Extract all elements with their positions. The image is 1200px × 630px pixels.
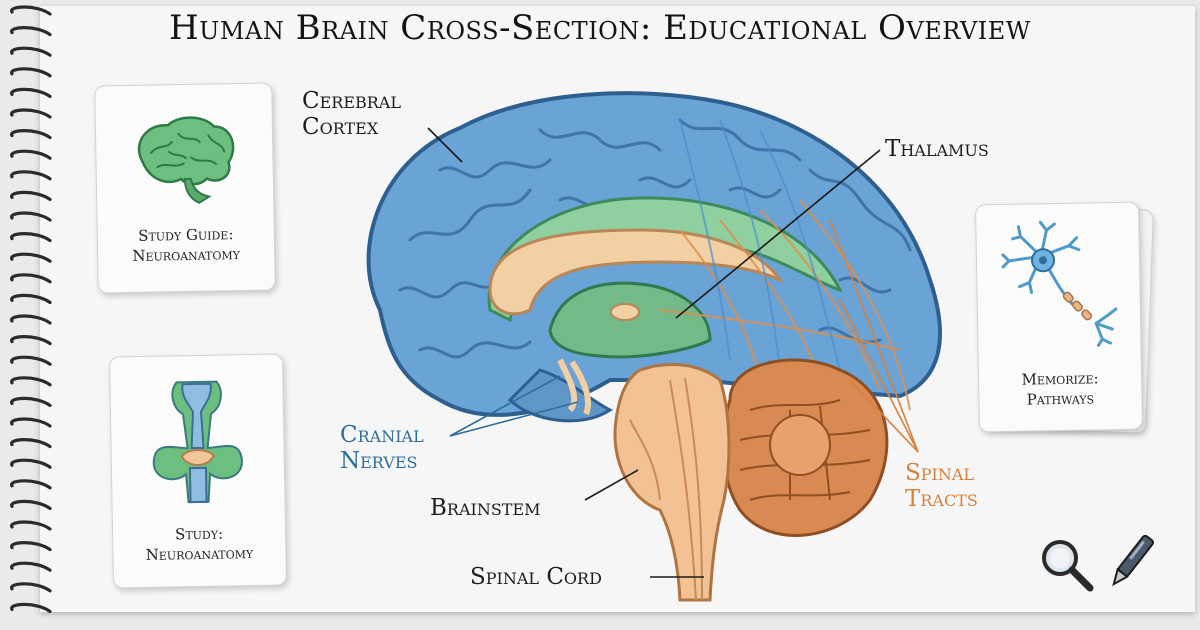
spiral-ring <box>10 541 52 552</box>
neuron-icon <box>1001 220 1118 347</box>
label-spinal-cord: Spinal Cord <box>470 564 602 590</box>
spiral-ring <box>10 129 52 140</box>
spiral-ring <box>10 438 52 449</box>
brainstem <box>613 363 731 602</box>
label-brainstem: Brainstem <box>430 495 541 521</box>
spiral-ring <box>10 232 52 243</box>
spiral-ring <box>10 67 52 78</box>
spiral-ring <box>10 520 52 531</box>
spiral-ring <box>10 46 52 57</box>
label-spinal-tracts: Spinal Tracts <box>905 460 978 512</box>
memorize-label: Memorize: Pathways <box>1021 369 1099 409</box>
spiral-ring <box>10 170 52 181</box>
study-card[interactable]: Study: Neuroanatomy <box>108 353 288 589</box>
spiral-ring <box>10 108 52 119</box>
page-title: Human Brain Cross-Section: Educational O… <box>169 8 1031 48</box>
label-thalamus: Thalamus <box>885 136 989 162</box>
spiral-ring <box>10 211 52 222</box>
pen-icon[interactable] <box>1106 530 1156 594</box>
thalamus-nucleus <box>610 303 640 321</box>
spiral-ring <box>10 26 52 37</box>
spiral-ring <box>10 355 52 366</box>
spiral-ring <box>10 499 52 510</box>
magnifier-icon[interactable] <box>1038 536 1096 594</box>
spiral-ring <box>10 582 52 593</box>
study-label: Study: Neuroanatomy <box>145 524 254 564</box>
spiral-ring <box>10 5 52 16</box>
study-guide-label: Study Guide: Neuroanatomy <box>132 225 241 265</box>
spiral-ring <box>10 335 52 346</box>
spiral-ring <box>10 479 52 490</box>
spiral-ring <box>10 293 52 304</box>
spiral-ring <box>10 87 52 98</box>
brain-icon <box>137 116 235 204</box>
spiral-ring <box>10 602 52 613</box>
label-cerebral-cortex: Cerebral Cortex <box>302 88 401 140</box>
spiral-ring <box>10 252 52 263</box>
label-cranial-nerves: Cranial Nerves <box>340 422 424 474</box>
spiral-ring <box>10 149 52 160</box>
spiral-binding <box>10 5 52 613</box>
spiral-ring <box>10 314 52 325</box>
brainstem-icon <box>152 380 243 504</box>
spiral-ring <box>10 190 52 201</box>
spiral-ring <box>10 396 52 407</box>
brain-cross-section <box>366 91 942 602</box>
spiral-ring <box>10 417 52 428</box>
spiral-ring <box>10 376 52 387</box>
spiral-ring <box>10 273 52 284</box>
spiral-ring <box>10 458 52 469</box>
memorize-card[interactable]: Memorize: Pathways <box>975 201 1143 433</box>
study-guide-card[interactable]: Study Guide: Neuroanatomy <box>94 82 276 294</box>
spiral-ring <box>10 561 52 572</box>
